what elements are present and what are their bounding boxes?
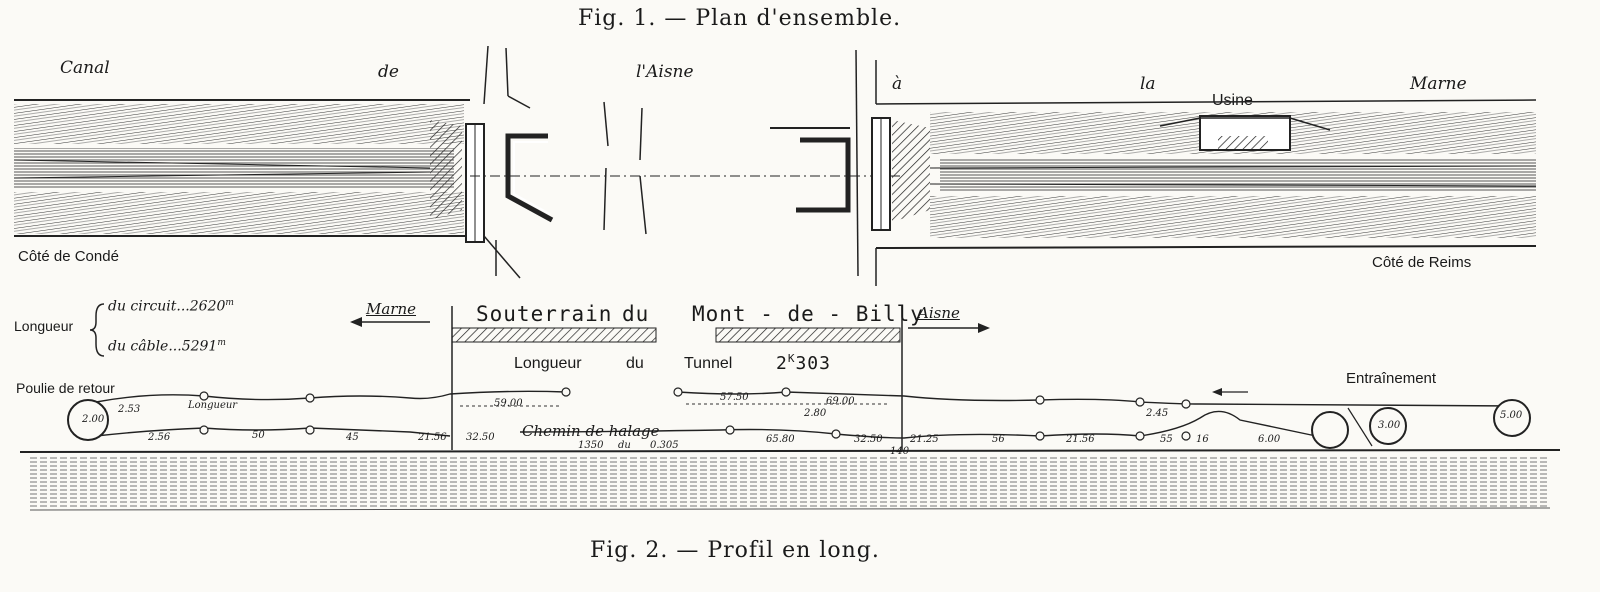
- dim-label: 45: [346, 432, 359, 443]
- dim-label: 69.00: [826, 396, 855, 407]
- canal-word-6: Marne: [1410, 74, 1467, 94]
- dim-label: 2.53: [118, 404, 141, 415]
- chemin-label: Chemin de halage: [522, 422, 660, 440]
- souterrain-word-2: du: [622, 302, 650, 326]
- dim-label: 56: [992, 434, 1005, 445]
- dim-label: 2.80: [804, 408, 827, 419]
- longueur-circuit: du circuit...2620m: [108, 298, 234, 315]
- dim-label: 1350: [578, 440, 604, 451]
- dim-label: 21.56: [418, 432, 447, 443]
- entrainement-label: Entraînement: [1346, 370, 1437, 387]
- canal-word-3: l'Aisne: [636, 62, 694, 82]
- tunnel-length-word-3: Tunnel: [684, 355, 733, 372]
- dim-label: 140: [890, 446, 910, 457]
- dim-label: 50: [252, 430, 265, 441]
- dim-label: du: [618, 440, 631, 451]
- right-canal: [855, 49, 1537, 286]
- left-canal: [13, 45, 531, 279]
- dim-label: 21.25: [910, 434, 939, 445]
- dim-label: 16: [1196, 434, 1209, 445]
- fig2-caption: Fig. 2. — Profil en long.: [590, 538, 880, 563]
- souterrain-word-1: Souterrain: [476, 302, 613, 326]
- dim-label: 55: [1160, 434, 1173, 445]
- cote-reims-label: Côté de Reims: [1372, 254, 1472, 271]
- dim-label: 5.00: [1500, 410, 1523, 421]
- marne-arrow-label: Marne: [366, 300, 417, 318]
- usine-label: Usine: [1212, 92, 1253, 109]
- canal-word-4: à: [892, 74, 903, 94]
- canal-word-5: la: [1140, 74, 1156, 94]
- dim-label: 2.00: [82, 414, 105, 425]
- fig1-caption: Fig. 1. — Plan d'ensemble.: [578, 6, 902, 31]
- dim-label: 2.56: [148, 432, 171, 443]
- dim-label: 59.00: [494, 398, 523, 409]
- dim-label: 2.45: [1146, 408, 1169, 419]
- dim-label: 57.50: [720, 392, 749, 403]
- profile-drawing: [19, 303, 1561, 511]
- dim-label: 6.00: [1258, 434, 1281, 445]
- canal-word-2: de: [378, 62, 399, 82]
- canal-word-1: Canal: [60, 58, 110, 78]
- dim-label: 65.80: [766, 434, 795, 445]
- dim-label: 3.00: [1378, 420, 1401, 431]
- dim-label: Longueur: [188, 400, 238, 411]
- longueur-label: Longueur: [14, 318, 74, 334]
- dim-label: 32.50: [854, 434, 883, 445]
- tunnel-length-value: 2K303: [776, 352, 831, 374]
- tunnel-length-word-2: du: [626, 355, 644, 372]
- souterrain-word-3: Mont - de - Billy: [692, 302, 924, 326]
- cote-conde-label: Côté de Condé: [18, 248, 119, 265]
- poulie-label: Poulie de retour: [16, 380, 115, 396]
- aqueduct: [470, 101, 900, 235]
- tunnel-length-word-1: Longueur: [514, 355, 582, 372]
- dim-label: 21.56: [1066, 434, 1095, 445]
- dim-label: 0.305: [650, 440, 679, 451]
- aisne-arrow-label: Aisne: [918, 304, 960, 322]
- dim-label: 32.50: [466, 432, 495, 443]
- longueur-cable: du câble...5291m: [108, 338, 226, 355]
